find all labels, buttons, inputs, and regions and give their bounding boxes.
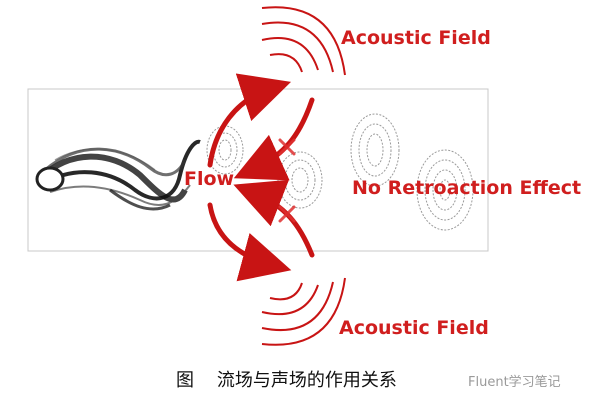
watermark: Fluent学习笔记 xyxy=(468,375,561,390)
acoustic-field-label-top: Acoustic Field xyxy=(341,27,491,49)
flow-domain-frame xyxy=(27,88,489,252)
acoustic-field-label-bottom: Acoustic Field xyxy=(339,317,489,339)
no-retroaction-label: No Retroaction Effect xyxy=(352,177,582,199)
arrow-acoustic-feedback-top xyxy=(233,97,315,181)
vortex-wake xyxy=(37,139,201,211)
arrow-to-acoustic-bottom xyxy=(207,202,292,282)
caption-text: 流场与声场的作用关系 xyxy=(216,370,397,391)
flow-label: Flow xyxy=(184,168,235,190)
figure-label: 图 xyxy=(176,370,194,391)
flow-acoustic-diagram: Acoustic Field Acoustic Field Flow No Re… xyxy=(27,6,582,346)
figure-caption: 图 流场与声场的作用关系 xyxy=(176,366,397,392)
acoustic-waves-top xyxy=(261,6,346,76)
arrow-to-acoustic-top xyxy=(207,73,292,168)
cross-mark-icon xyxy=(278,138,296,223)
diagram-canvas xyxy=(27,6,489,346)
arrow-acoustic-feedback-bottom xyxy=(233,179,315,258)
acoustic-waves-bottom xyxy=(261,277,346,346)
contour-vortices xyxy=(206,113,474,231)
cylinder xyxy=(35,166,65,192)
